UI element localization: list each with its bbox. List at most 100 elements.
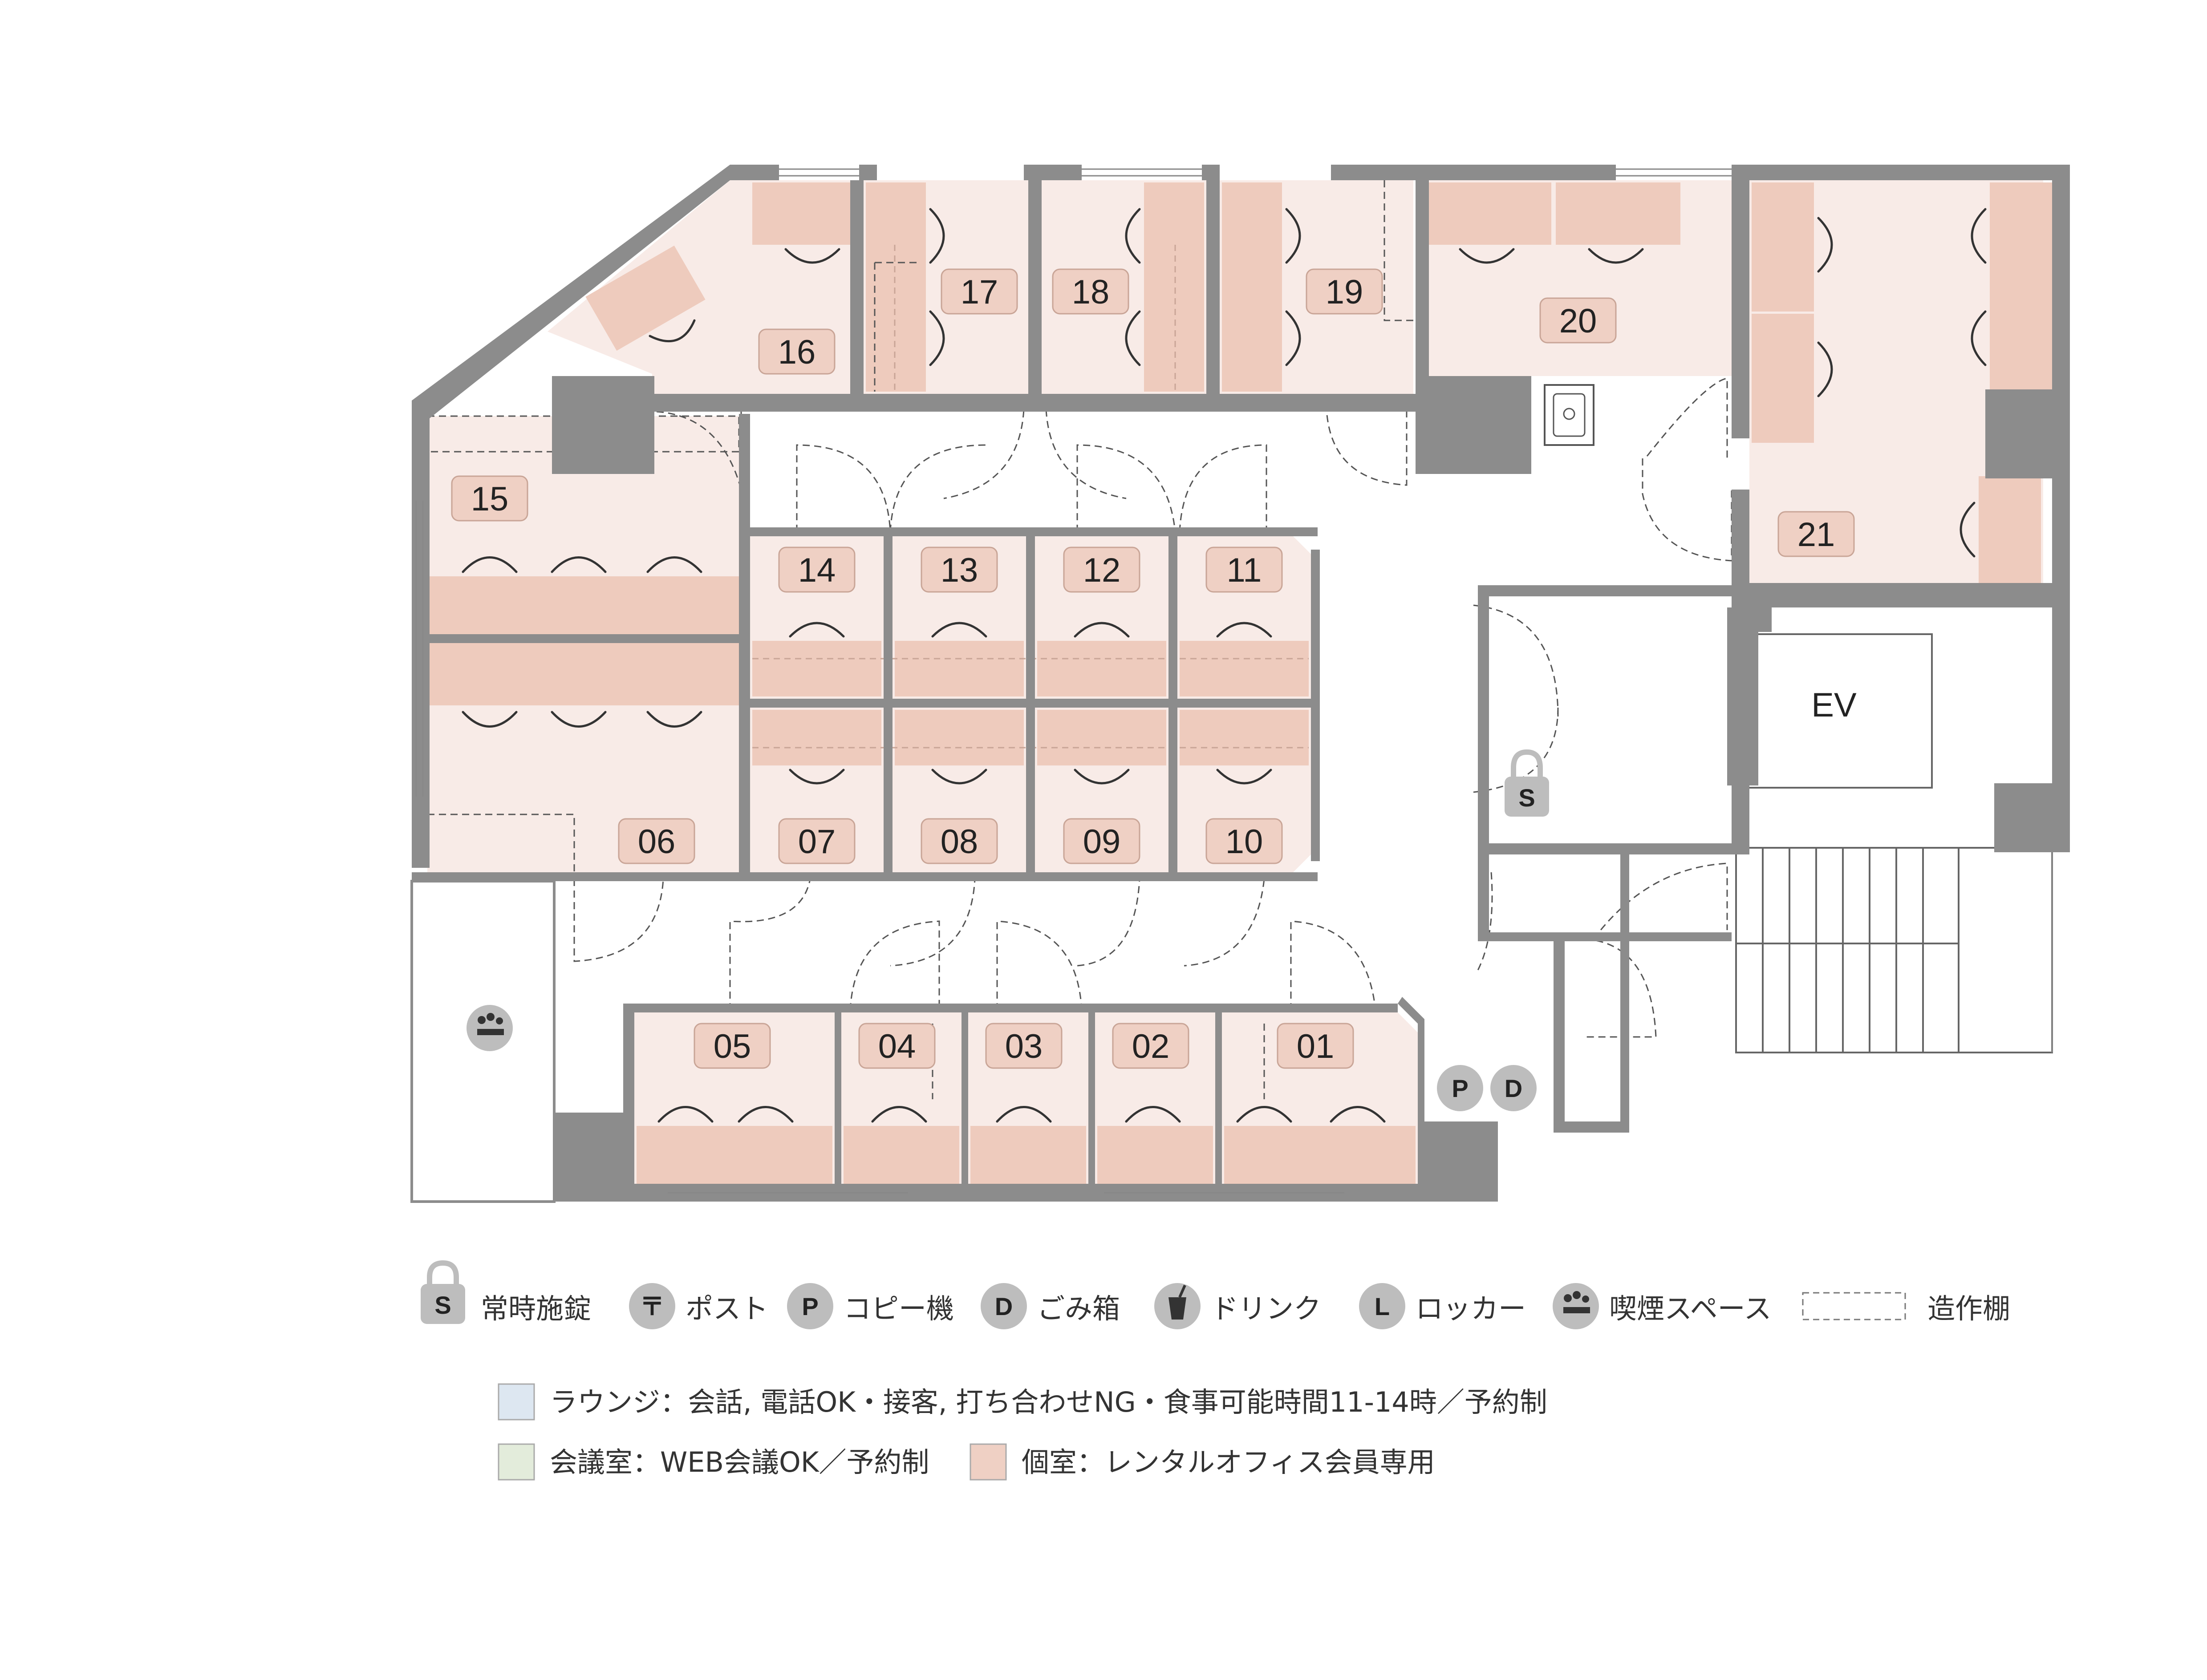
svg-text:喫煙スペース: 喫煙スペース: [1609, 1292, 1772, 1325]
elevator-label: EV: [1811, 686, 1857, 724]
desk: [1180, 710, 1309, 765]
svg-text:D: D: [995, 1292, 1013, 1320]
chair: [789, 769, 845, 785]
chair: [1285, 208, 1301, 264]
chair: [789, 622, 845, 638]
room-label-14: 14: [778, 547, 856, 593]
svg-text:個室：レンタルオフィス会員専用: 個室：レンタルオフィス会員専用: [1022, 1446, 1435, 1478]
smoking-icon: [467, 1005, 513, 1051]
post-icon: 〒: [629, 1283, 675, 1329]
svg-text:会議室：WEB会議OK／予約制: 会議室：WEB会議OK／予約制: [550, 1446, 929, 1478]
legend-area-meeting: 会議室：WEB会議OK／予約制: [498, 1443, 929, 1481]
svg-text:11: 11: [1227, 551, 1262, 589]
svg-text:06: 06: [638, 823, 676, 861]
desk: [430, 643, 741, 705]
svg-text:04: 04: [878, 1028, 916, 1065]
dashed-shelf-icon: [1802, 1292, 1906, 1320]
chair: [646, 556, 702, 573]
legend-item-trash: D ごみ箱: [981, 1283, 1120, 1329]
room-label-03: 03: [985, 1023, 1063, 1069]
walls: [410, 165, 2070, 1203]
svg-text:03: 03: [1005, 1028, 1043, 1065]
svg-text:S: S: [1518, 784, 1535, 812]
legend-item-smoking: 喫煙スペース: [1553, 1283, 1772, 1329]
chair: [1216, 769, 1272, 785]
svg-text:P: P: [1452, 1074, 1468, 1102]
lounge-swatch: [498, 1383, 535, 1421]
desk: [1037, 641, 1166, 696]
padlock-icon: S: [421, 1260, 465, 1324]
desk: [752, 182, 850, 245]
chair: [1074, 622, 1130, 638]
svg-text:07: 07: [798, 823, 836, 861]
legend-item-copier: P コピー機: [787, 1283, 954, 1329]
svg-text:コピー機: コピー機: [844, 1292, 954, 1325]
copier-icon: P: [1437, 1065, 1483, 1111]
room-label-04: 04: [858, 1023, 936, 1069]
chair: [931, 622, 987, 638]
svg-text:19: 19: [1326, 273, 1363, 311]
desk: [1097, 1126, 1213, 1184]
svg-text:造作棚: 造作棚: [1927, 1292, 2010, 1325]
svg-text:16: 16: [778, 333, 816, 371]
trash-icon: D: [981, 1283, 1027, 1329]
desk: [752, 641, 881, 696]
chair: [871, 1106, 927, 1123]
legend-item-drink: ドリンク: [1154, 1283, 1321, 1329]
legend-area-lounge: ラウンジ：会話, 電話OK・接客, 打ち合わせNG・食事可能時間11-14時／予…: [498, 1383, 1547, 1421]
svg-text:08: 08: [941, 823, 978, 861]
svg-text:09: 09: [1083, 823, 1121, 861]
chair: [1588, 248, 1644, 264]
desk: [1990, 182, 2052, 389]
desk: [1037, 710, 1166, 765]
room-labels: 16 17 18 19 20 21 15 06: [451, 268, 1855, 1069]
room-label-13: 13: [921, 547, 998, 593]
trash-icon: D: [1490, 1065, 1537, 1111]
room-label-09: 09: [1063, 818, 1140, 864]
chair: [996, 1106, 1052, 1123]
svg-text:02: 02: [1132, 1028, 1170, 1065]
room-label-16: 16: [758, 328, 836, 375]
chair: [1125, 1106, 1181, 1123]
svg-text:D: D: [1505, 1074, 1522, 1102]
room-label-19: 19: [1306, 268, 1383, 315]
svg-text:18: 18: [1072, 273, 1110, 311]
room-label-10: 10: [1205, 818, 1283, 864]
chair: [649, 319, 696, 343]
room-label-02: 02: [1112, 1023, 1189, 1069]
room-label-20: 20: [1539, 297, 1617, 344]
drink-icon: [1154, 1283, 1201, 1329]
chair: [462, 711, 518, 728]
svg-text:20: 20: [1559, 302, 1597, 340]
room-label-11: 11: [1205, 547, 1283, 593]
svg-text:01: 01: [1297, 1028, 1335, 1065]
svg-text:14: 14: [798, 551, 836, 589]
desk: [895, 641, 1024, 696]
svg-text:10: 10: [1225, 823, 1263, 861]
legend: S 常時施錠 〒 ポスト P コピー機 D ごみ箱: [421, 1260, 2010, 1481]
svg-text:ごみ箱: ごみ箱: [1037, 1292, 1120, 1325]
chair: [1817, 341, 1833, 397]
svg-text:〒: 〒: [640, 1292, 665, 1320]
chair: [462, 556, 518, 573]
chair: [1960, 502, 1976, 558]
svg-text:ロッカー: ロッカー: [1416, 1292, 1526, 1325]
room-label-06: 06: [618, 818, 695, 864]
padlock-icon: S: [1505, 749, 1549, 817]
svg-text:S: S: [434, 1291, 451, 1319]
private-swatch: [970, 1443, 1007, 1481]
chair: [1971, 310, 1987, 366]
chair: [1074, 769, 1130, 785]
chair: [1285, 310, 1301, 366]
legend-item-post: 〒 ポスト: [629, 1283, 768, 1329]
copier-icon: P: [787, 1283, 833, 1329]
room-label-21: 21: [1777, 511, 1855, 557]
chair: [657, 1106, 714, 1123]
room-label-08: 08: [921, 818, 998, 864]
svg-text:ドリンク: ドリンク: [1211, 1292, 1321, 1325]
chair: [738, 1106, 794, 1123]
desk: [1180, 641, 1309, 696]
legend-item-locker: L ロッカー: [1359, 1283, 1526, 1329]
chair: [929, 310, 945, 366]
